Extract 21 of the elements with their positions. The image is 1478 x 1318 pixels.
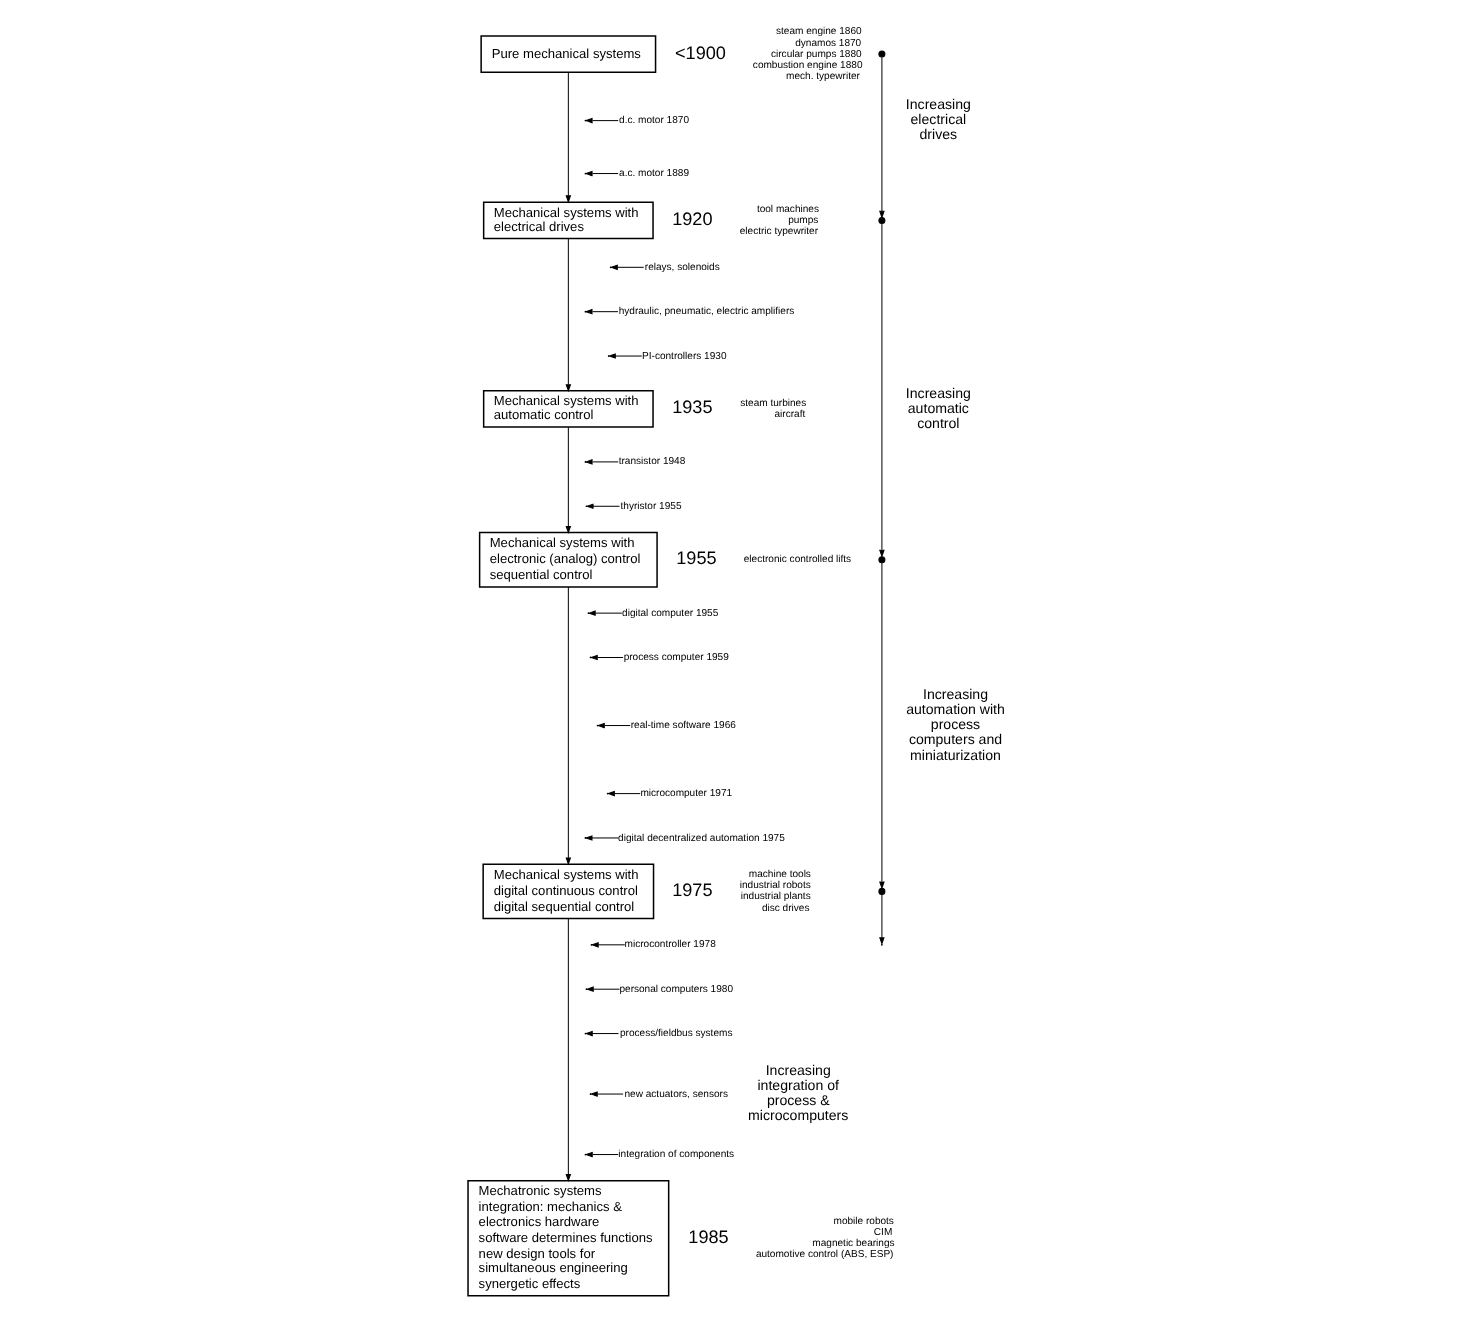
node-label: 1920 bbox=[671, 208, 712, 229]
arrow bbox=[564, 238, 571, 393]
arrow bbox=[588, 1091, 623, 1097]
node-label: 1975 bbox=[671, 879, 712, 900]
node-label: 1985 bbox=[687, 1226, 728, 1247]
node-circle bbox=[877, 887, 885, 895]
arrow bbox=[564, 918, 571, 1182]
arrow bbox=[878, 223, 884, 558]
arrow bbox=[564, 426, 571, 534]
node-label: 1955 bbox=[675, 548, 716, 569]
arrow bbox=[564, 71, 571, 204]
arrow bbox=[878, 562, 884, 890]
arrow bbox=[564, 586, 571, 866]
arrow bbox=[878, 56, 884, 219]
node-circle bbox=[877, 556, 885, 564]
arrow bbox=[606, 353, 642, 359]
node-circle bbox=[877, 50, 885, 58]
arrow bbox=[878, 894, 884, 946]
node-label: 1935 bbox=[671, 397, 712, 418]
node-circle bbox=[877, 216, 885, 224]
node-label: <1900 bbox=[673, 42, 725, 63]
